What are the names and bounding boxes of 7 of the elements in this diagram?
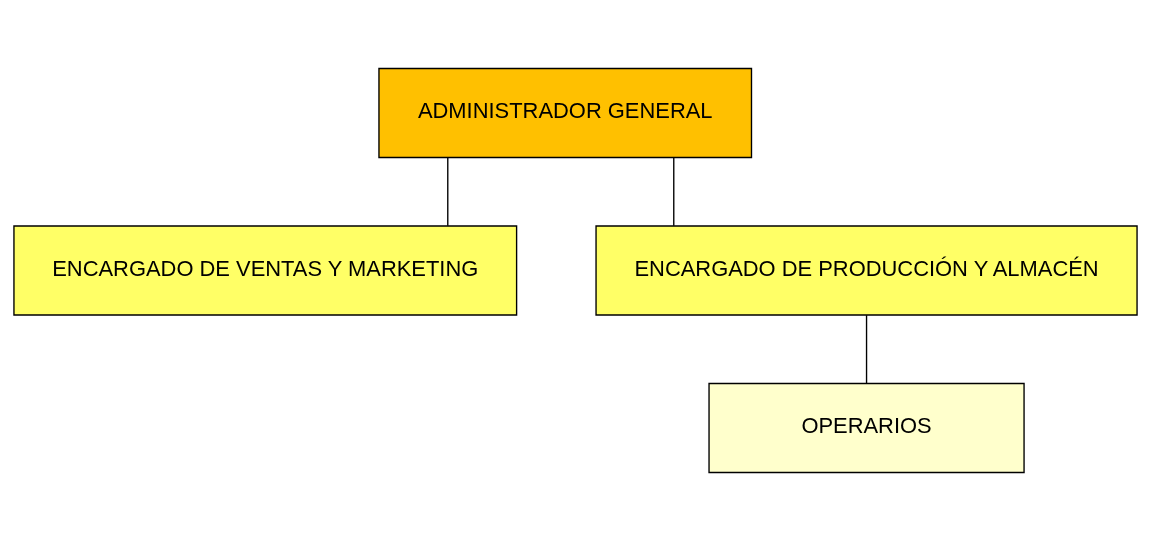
- connector: [865, 314, 868, 384]
- node-box: ENCARGADO DE VENTAS Y MARKETING: [13, 225, 518, 316]
- node-box: ADMINISTRADOR GENERAL: [378, 67, 753, 159]
- connector: [447, 157, 449, 227]
- node-box: ENCARGADO DE PRODUCCIÓN Y ALMACÉN: [595, 225, 1138, 316]
- connector: [673, 157, 675, 227]
- node-box: OPERARIOS: [708, 382, 1025, 474]
